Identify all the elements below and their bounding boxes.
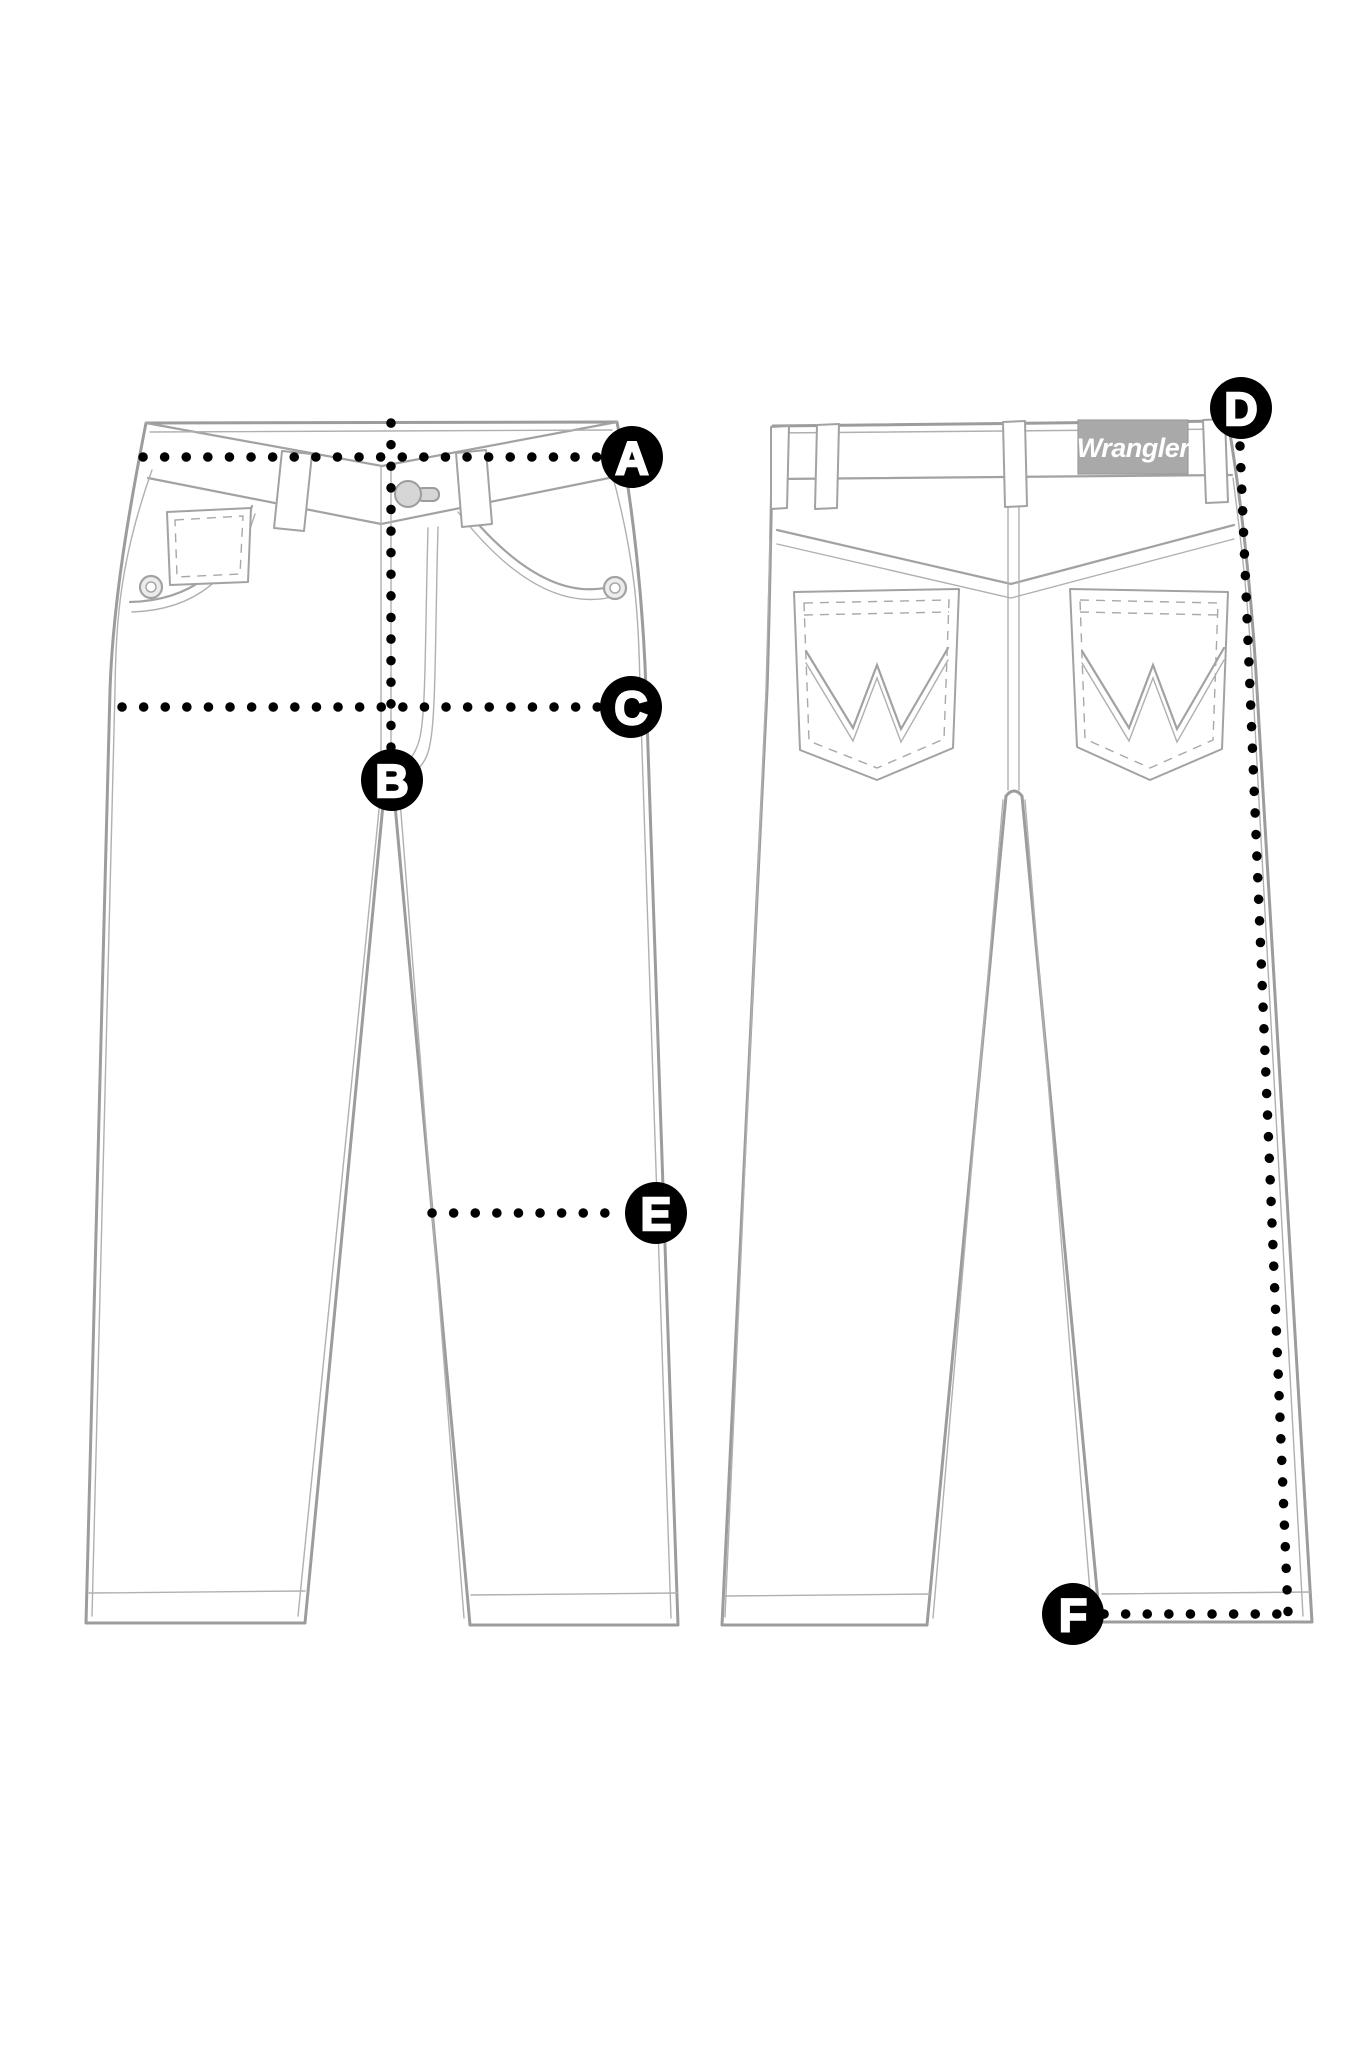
front-outline xyxy=(84,420,680,1627)
front-left-inseam xyxy=(297,799,381,1617)
back-right-hem-stitch xyxy=(1101,1591,1311,1595)
marker-b-circle xyxy=(361,749,423,811)
wrangler-logo-text: Wrangler xyxy=(1077,433,1192,463)
back-pocket-left-stitch xyxy=(803,599,950,769)
back-pocket-right-w-stitch xyxy=(1080,646,1226,732)
marker-a-label: A xyxy=(615,432,648,484)
back-pocket-right-w-stitch-inner xyxy=(1081,659,1225,744)
left-rivet-inner xyxy=(145,581,157,593)
front-belt-loop-left xyxy=(273,450,313,532)
marker-c-label: C xyxy=(614,682,647,734)
right-rivet-inner xyxy=(609,582,621,594)
marker-e-circle xyxy=(625,1182,687,1244)
marker-c: C xyxy=(600,676,662,738)
wrangler-patch xyxy=(1077,419,1189,475)
front-belt-loop-right xyxy=(455,449,493,528)
marker-d-circle xyxy=(1210,377,1272,439)
front-right-pocket-opening-stitch xyxy=(457,511,617,601)
measurement-line-d-outseam xyxy=(1235,441,1293,1617)
front-waistband-inner-line xyxy=(149,429,613,433)
back-belt-loop-far-left xyxy=(770,425,790,510)
back-right-inseam xyxy=(1024,799,1093,1617)
back-pocket-left-w-stitch xyxy=(804,646,950,732)
marker-f-label: F xyxy=(1059,1589,1087,1641)
marker-f: F xyxy=(1042,1583,1104,1645)
marker-e: E xyxy=(625,1182,687,1244)
jeans-front-view xyxy=(84,420,680,1627)
jeans-back-view: Wrangler xyxy=(720,418,1314,1627)
back-left-inseam xyxy=(932,799,1004,1619)
back-belt-loop-left xyxy=(814,423,840,510)
marker-b-label: B xyxy=(375,755,408,807)
marker-d-label: D xyxy=(1224,383,1257,435)
front-right-hem-stitch xyxy=(470,1592,678,1596)
marker-d: D xyxy=(1210,377,1272,439)
back-yoke-stitch xyxy=(776,538,1235,599)
back-pocket-right-stitch xyxy=(1079,599,1219,769)
marker-c-circle xyxy=(600,676,662,738)
back-pocket-right xyxy=(1069,588,1229,781)
watch-pocket xyxy=(166,507,252,586)
button-icon xyxy=(394,480,422,508)
back-pocket-left xyxy=(793,588,960,781)
marker-b: B xyxy=(361,749,423,811)
back-pocket-left-top-stitch xyxy=(803,611,950,616)
back-right-side-seam xyxy=(1232,477,1304,1617)
front-right-pocket-opening xyxy=(459,502,615,591)
front-waistband-top-edge xyxy=(144,420,619,468)
back-pocket-left-w-stitch-inner xyxy=(805,659,949,744)
marker-a-circle xyxy=(601,426,663,488)
back-belt-loop-center xyxy=(1002,420,1028,508)
marker-e-label: E xyxy=(641,1188,672,1240)
back-left-hem-stitch xyxy=(724,1593,931,1597)
back-yoke-seam xyxy=(775,523,1236,586)
front-right-side-seam xyxy=(610,469,672,1619)
marker-f-circle xyxy=(1042,1583,1104,1645)
front-left-hem-stitch xyxy=(88,1590,306,1594)
back-left-side-seam xyxy=(724,539,771,1618)
measurement-lines xyxy=(117,418,1303,1619)
front-left-side-seam xyxy=(91,469,153,1617)
watch-pocket-stitch xyxy=(174,515,244,578)
back-pocket-right-top-stitch xyxy=(1079,611,1219,616)
marker-a: A xyxy=(601,426,663,488)
back-center-seam xyxy=(1007,476,1020,791)
